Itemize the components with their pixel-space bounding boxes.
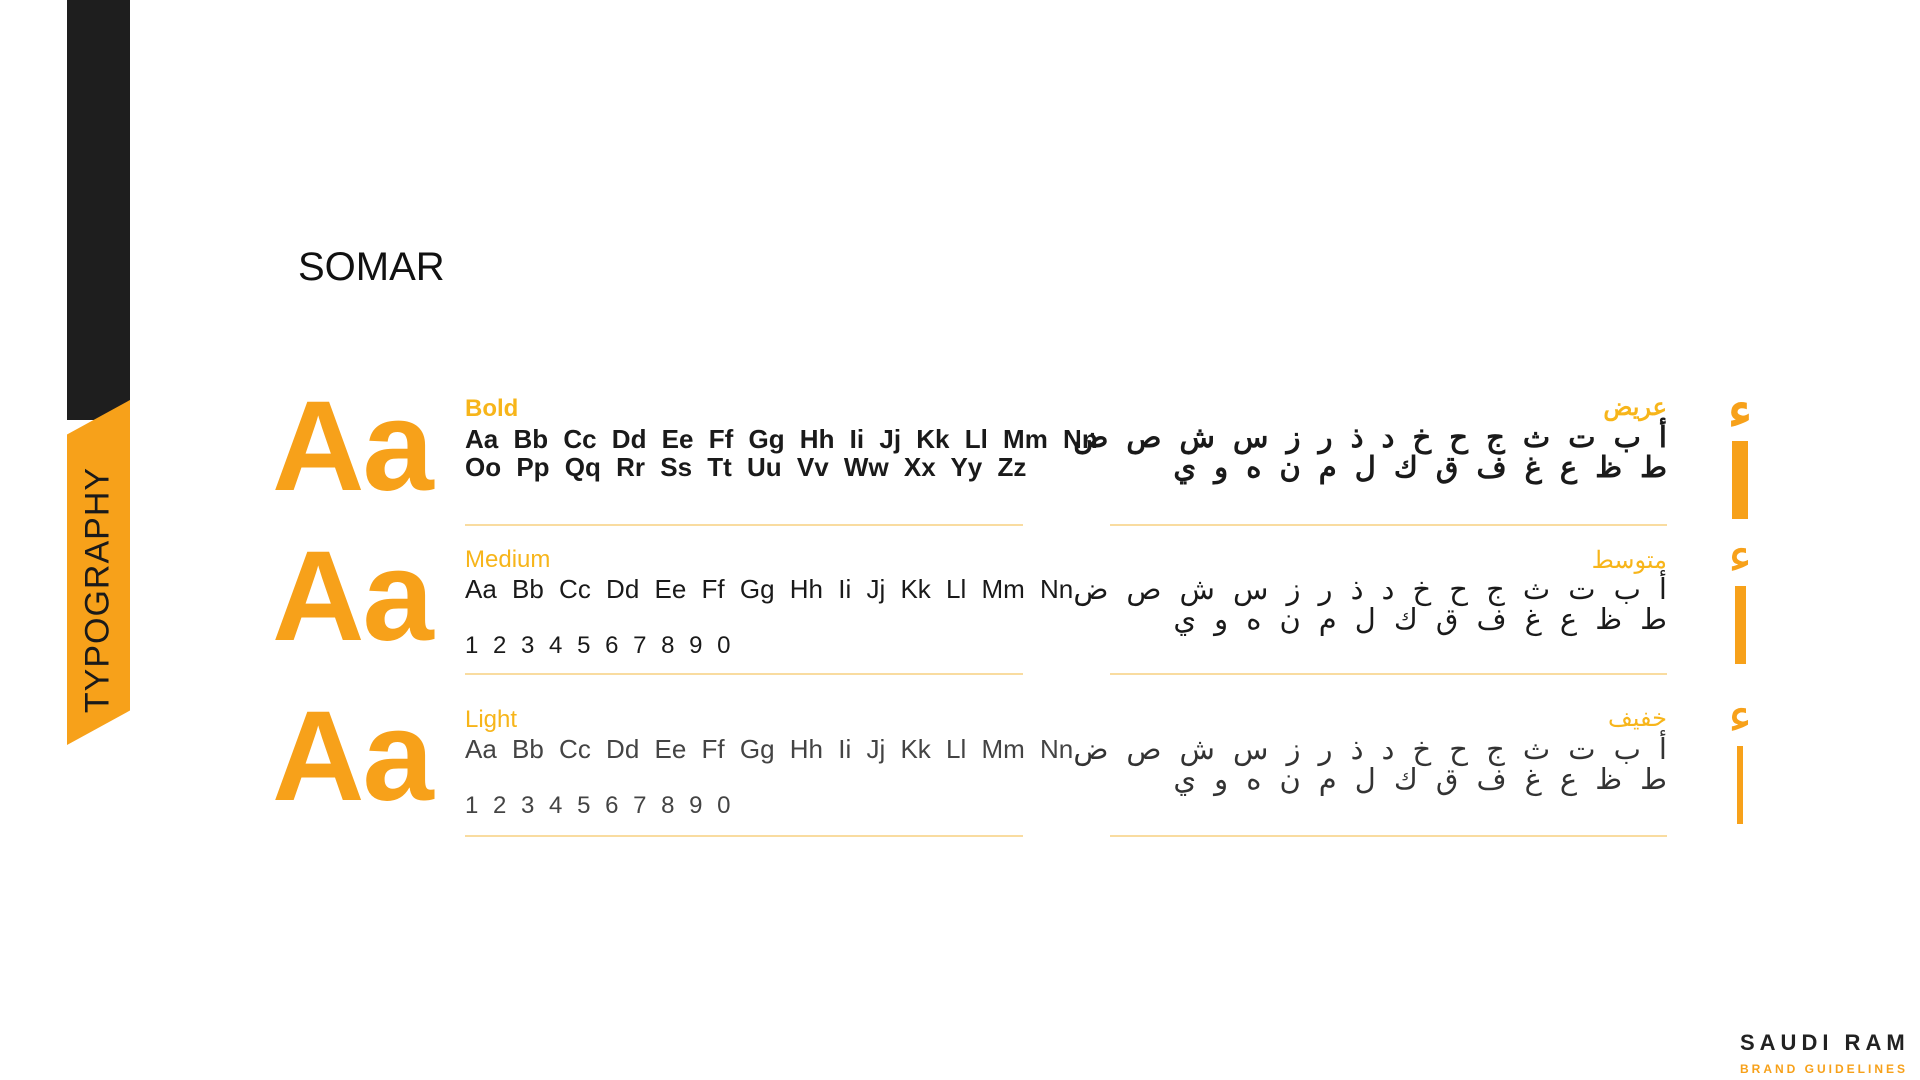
sample-bold: Aa <box>272 375 434 518</box>
weight-label-bold: Bold <box>465 395 519 422</box>
numbers-light: 1 2 3 4 5 6 7 8 9 0 <box>465 792 731 819</box>
latin-line1-medium: Aa Bb Cc Dd Ee Ff Gg Hh Ii Jj Kk Ll Mm N… <box>465 574 1074 604</box>
sidebar-pennant <box>67 400 130 745</box>
sample-medium: Aa <box>272 525 434 668</box>
arabic-line1-bold: أ ب ت ث ج ح خ د ذ ر ز س ش ص ض <box>1073 422 1667 454</box>
section-label: TYPOGRAPHY <box>78 466 117 714</box>
weight-label-medium: Medium <box>465 546 551 573</box>
alif-bold-glyph: ء <box>1725 385 1755 519</box>
arabic-label-light: خفيف <box>1607 705 1667 732</box>
arabic-label-bold: عريض <box>1603 394 1667 421</box>
latin-line1-light: Aa Bb Cc Dd Ee Ff Gg Hh Ii Jj Kk Ll Mm N… <box>465 734 1074 764</box>
numbers-medium: 1 2 3 4 5 6 7 8 9 0 <box>465 632 731 659</box>
brand-tagline: BRAND GUIDELINES <box>1740 1062 1909 1076</box>
arabic-line2-medium: ط ظ ع غ ف ق ك ل م ن ه و ي <box>1173 604 1667 636</box>
arabic-line1-light: أ ب ت ث ج ح خ د ذ ر ز س ش ص ض <box>1073 734 1667 766</box>
latin-line2-bold: Oo Pp Qq Rr Ss Tt Uu Vv Ww Xx Yy Zz <box>465 452 1027 482</box>
sidebar-bar <box>67 0 130 420</box>
arabic-line2-bold: ط ظ ع غ ف ق ك ل م ن ه و ي <box>1173 452 1667 484</box>
divider <box>1110 673 1667 675</box>
divider <box>1110 835 1667 837</box>
brand-name: SAUDI RAM <box>1740 1030 1910 1055</box>
divider <box>465 673 1023 675</box>
divider <box>465 835 1023 837</box>
arabic-line1-medium: أ ب ت ث ج ح خ د ذ ر ز س ش ص ض <box>1073 574 1667 606</box>
divider <box>1110 524 1667 526</box>
latin-line1-bold: Aa Bb Cc Dd Ee Ff Gg Hh Ii Jj Kk Ll Mm N… <box>465 424 1098 454</box>
divider <box>465 524 1023 526</box>
alif-medium-glyph: ء <box>1725 530 1755 664</box>
alif-light-glyph: ء <box>1725 690 1755 824</box>
sample-light: Aa <box>272 685 434 828</box>
arabic-line2-light: ط ظ ع غ ف ق ك ل م ن ه و ي <box>1173 764 1667 796</box>
weight-label-light: Light <box>465 706 518 733</box>
arabic-label-medium: متوسط <box>1591 547 1667 574</box>
brand-logo: SAUDI RAM BRAND GUIDELINES <box>1740 1030 1910 1076</box>
page-title: SOMAR <box>298 245 445 289</box>
